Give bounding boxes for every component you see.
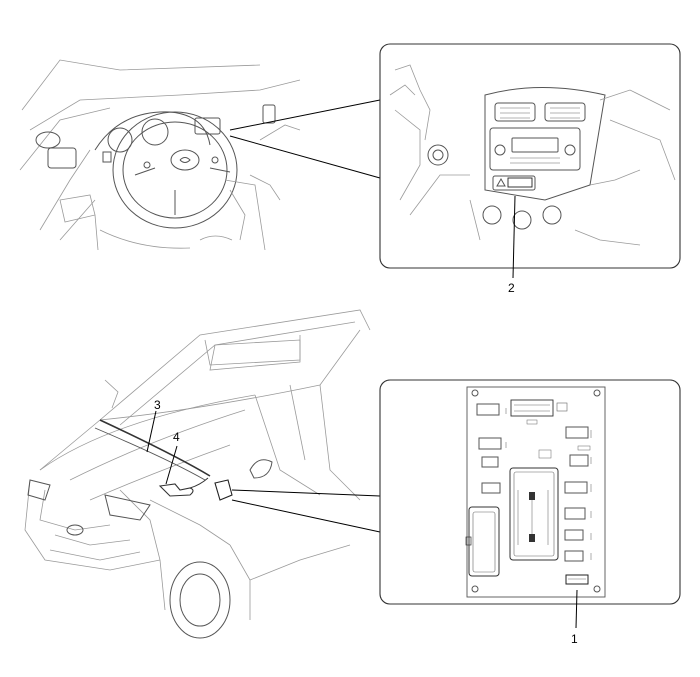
callout-1-label: 1: [571, 632, 578, 646]
center-fascia-detail: [379, 43, 681, 269]
vehicle-illustration: [24, 309, 371, 639]
junction-box-detail: [379, 379, 681, 605]
dashboard-illustration: [19, 59, 301, 251]
callout-3-label: 3: [154, 398, 161, 412]
callout-2-label: 2: [508, 281, 515, 295]
callout-4-leader: [165, 445, 178, 485]
callout-4-label: 4: [173, 430, 180, 444]
zoom-frame-top: [379, 43, 681, 269]
zoom-leader-lower: [229, 135, 381, 179]
junction-box-on-vehicle: [214, 479, 233, 501]
zoom-leader-bottom-upper: [231, 489, 381, 497]
wiper-blade: [99, 419, 211, 477]
callout-2-leader: [512, 195, 516, 279]
wiper-motor: [158, 483, 194, 497]
zoom-leader-bottom-lower: [231, 499, 381, 533]
pcb-board: [466, 386, 606, 598]
callout-3-leader: [146, 410, 157, 453]
callout-1-leader: [575, 589, 578, 629]
zoom-leader-upper: [229, 99, 381, 131]
